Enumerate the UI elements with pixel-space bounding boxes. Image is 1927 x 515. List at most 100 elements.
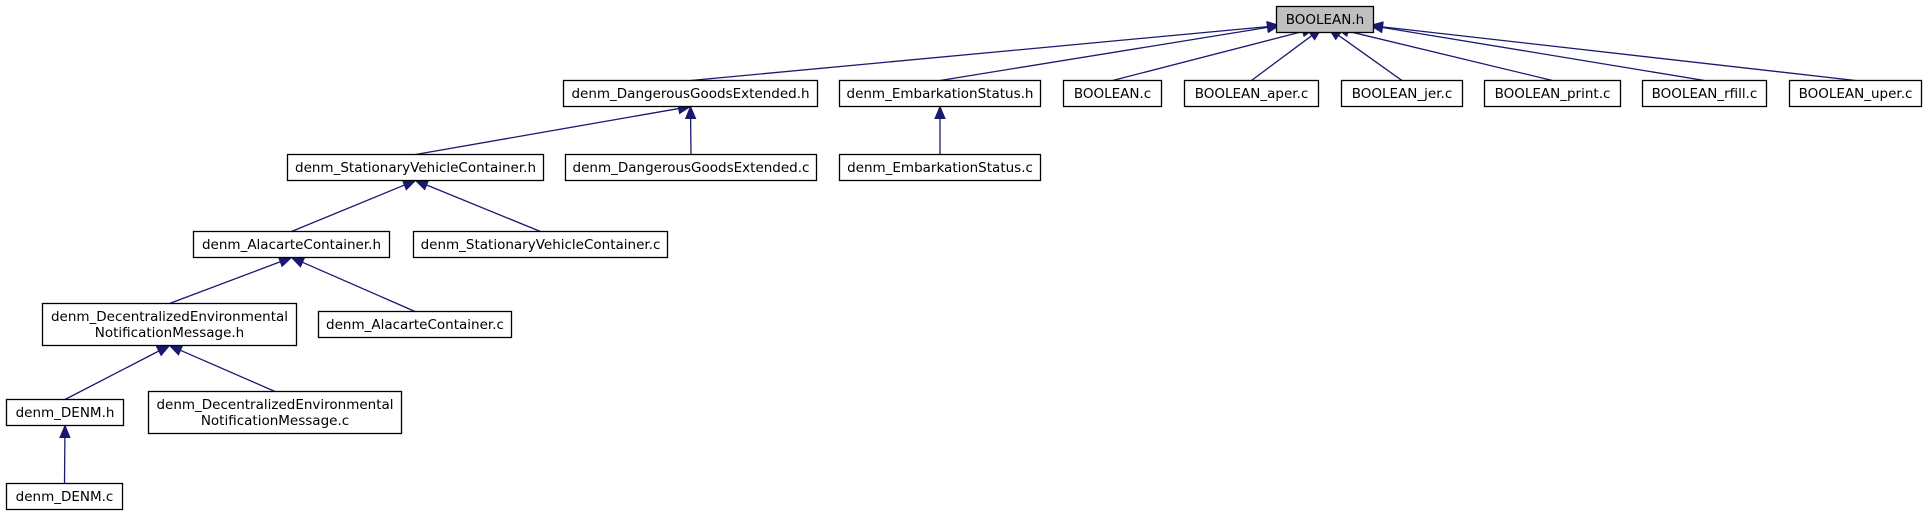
node-box bbox=[41, 302, 298, 347]
edge-line bbox=[169, 261, 281, 305]
node-box bbox=[1183, 79, 1320, 108]
node-box bbox=[147, 390, 403, 435]
node-boolean-h[interactable]: BOOLEAN.h bbox=[1275, 5, 1375, 34]
node-box bbox=[1788, 79, 1923, 108]
node-label: NotificationMessage.c bbox=[201, 413, 349, 429]
node-box bbox=[562, 79, 819, 108]
node-label: denm_DENM.h bbox=[16, 405, 115, 421]
node-label: NotificationMessage.h bbox=[95, 325, 244, 341]
edge-boolean-uper-to-boolean-h bbox=[1369, 21, 1856, 82]
edge-line bbox=[180, 349, 276, 393]
edge-denm-c-to-denm-h bbox=[59, 424, 71, 484]
node-box bbox=[838, 79, 1042, 108]
node-alc-c[interactable]: denm_AlacarteContainer.c bbox=[317, 310, 513, 339]
node-dge-h[interactable]: denm_DangerousGoodsExtended.h bbox=[562, 79, 819, 108]
node-label: BOOLEAN_print.c bbox=[1495, 86, 1611, 102]
node-box bbox=[1641, 79, 1768, 108]
edge-arrowhead bbox=[277, 256, 293, 268]
node-boolean-c[interactable]: BOOLEAN.c bbox=[1062, 79, 1163, 108]
edge-arrowhead bbox=[1369, 21, 1384, 33]
node-box bbox=[838, 153, 1042, 182]
node-box bbox=[412, 230, 669, 259]
node-dge-c[interactable]: denm_DangerousGoodsExtended.c bbox=[564, 153, 818, 182]
node-label: denm_DecentralizedEnvironmental bbox=[156, 397, 393, 413]
node-label: denm_AlacarteContainer.h bbox=[202, 237, 381, 253]
node-label: BOOLEAN_uper.c bbox=[1799, 86, 1913, 102]
edge-alc-h-to-svc-h bbox=[291, 179, 417, 233]
node-boolean-rfill[interactable]: BOOLEAN_rfill.c bbox=[1641, 79, 1768, 108]
node-box bbox=[286, 153, 545, 182]
edge-boolean-jer-to-boolean-h bbox=[1327, 27, 1403, 82]
edge-arrowhead bbox=[401, 179, 417, 191]
edge-arrowhead bbox=[155, 344, 171, 357]
node-box bbox=[5, 398, 125, 427]
node-alc-h[interactable]: denm_AlacarteContainer.h bbox=[192, 230, 391, 259]
edge-svc-h-to-dge-h bbox=[415, 102, 692, 156]
edge-arrowhead bbox=[934, 105, 946, 119]
edge-svc-c-to-svc-h bbox=[414, 179, 541, 233]
edge-dge-c-to-dge-h bbox=[684, 105, 697, 155]
edge-line bbox=[690, 25, 1268, 82]
edge-boolean-print-to-boolean-h bbox=[1335, 25, 1553, 82]
node-label: BOOLEAN.c bbox=[1074, 86, 1151, 102]
node-boolean-uper[interactable]: BOOLEAN_uper.c bbox=[1788, 79, 1923, 108]
edge-denm-msg-c-to-denm-msg-h bbox=[168, 344, 276, 393]
node-denm-c[interactable]: denm_DENM.c bbox=[5, 482, 124, 511]
edge-line bbox=[1251, 35, 1313, 82]
edge-arrowhead bbox=[290, 256, 306, 268]
node-label: denm_EmbarkationStatus.h bbox=[847, 86, 1034, 102]
node-svc-h[interactable]: denm_StationaryVehicleContainer.h bbox=[286, 153, 545, 182]
node-label: denm_StationaryVehicleContainer.c bbox=[421, 237, 661, 253]
node-emb-c[interactable]: denm_EmbarkationStatus.c bbox=[838, 153, 1042, 182]
node-label: denm_AlacarteContainer.c bbox=[326, 317, 504, 333]
node-boolean-print[interactable]: BOOLEAN_print.c bbox=[1483, 79, 1622, 108]
node-boolean-jer[interactable]: BOOLEAN_jer.c bbox=[1340, 79, 1464, 108]
edge-line bbox=[291, 184, 405, 233]
node-label: BOOLEAN_aper.c bbox=[1195, 86, 1309, 102]
node-denm-h[interactable]: denm_DENM.h bbox=[5, 398, 125, 427]
edge-arrowhead bbox=[168, 344, 184, 356]
node-label: denm_EmbarkationStatus.c bbox=[847, 160, 1033, 176]
node-denm-msg-h[interactable]: denm_DecentralizedEnvironmentalNotificat… bbox=[41, 302, 298, 347]
edge-line bbox=[64, 350, 160, 401]
node-box bbox=[1062, 79, 1163, 108]
node-box bbox=[564, 153, 818, 182]
node-denm-msg-c[interactable]: denm_DecentralizedEnvironmentalNotificat… bbox=[147, 390, 403, 435]
node-label: BOOLEAN.h bbox=[1286, 12, 1365, 28]
edge-boolean-c-to-boolean-h bbox=[1112, 26, 1316, 82]
edge-emb-h-to-boolean-h bbox=[939, 21, 1281, 82]
edge-line bbox=[1347, 30, 1553, 82]
edge-arrowhead bbox=[414, 179, 430, 191]
edge-line bbox=[1382, 26, 1856, 82]
edge-arrowhead bbox=[684, 105, 697, 120]
node-label: denm_DENM.c bbox=[16, 489, 114, 505]
node-boolean-aper[interactable]: BOOLEAN_aper.c bbox=[1183, 79, 1320, 108]
node-box bbox=[1483, 79, 1622, 108]
edge-line bbox=[1382, 26, 1705, 82]
edge-line bbox=[1112, 30, 1303, 82]
node-box bbox=[1275, 5, 1375, 34]
node-label: denm_StationaryVehicleContainer.h bbox=[295, 160, 536, 176]
node-box bbox=[192, 230, 391, 259]
node-label: BOOLEAN_rfill.c bbox=[1652, 86, 1758, 102]
edge-arrowhead bbox=[59, 424, 71, 439]
edge-alc-c-to-alc-h bbox=[290, 256, 416, 313]
node-box bbox=[1340, 79, 1464, 108]
edge-dge-h-to-boolean-h bbox=[690, 20, 1281, 82]
node-box bbox=[317, 310, 513, 339]
node-emb-h[interactable]: denm_EmbarkationStatus.h bbox=[838, 79, 1042, 108]
edge-line bbox=[415, 107, 679, 156]
node-label: denm_DangerousGoodsExtended.h bbox=[571, 86, 809, 102]
node-label: denm_DangerousGoodsExtended.c bbox=[573, 160, 810, 176]
node-svc-c[interactable]: denm_StationaryVehicleContainer.c bbox=[412, 230, 669, 259]
node-box bbox=[5, 482, 124, 511]
edge-line bbox=[302, 261, 416, 313]
edge-line bbox=[939, 26, 1268, 82]
edge-emb-c-to-emb-h bbox=[934, 105, 946, 155]
node-label: denm_DecentralizedEnvironmental bbox=[51, 309, 288, 325]
edge-line bbox=[1338, 34, 1403, 82]
node-label: BOOLEAN_jer.c bbox=[1352, 86, 1453, 102]
edge-line bbox=[426, 184, 541, 233]
